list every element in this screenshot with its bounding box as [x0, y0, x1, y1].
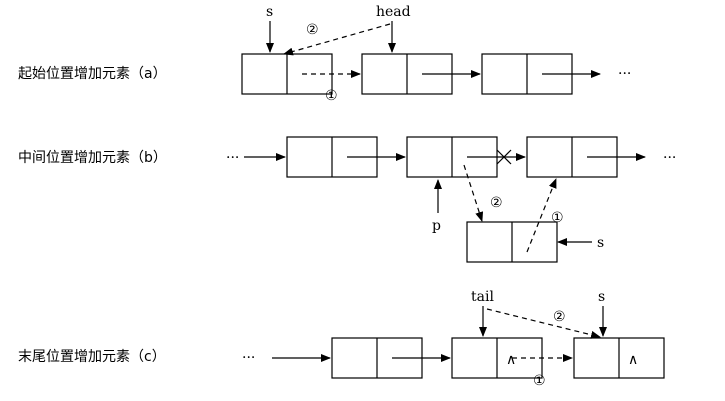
section-b: 中间位置增加元素（b） ··· ··· p [18, 136, 676, 263]
null-mark-s-c: ∧ [628, 352, 638, 368]
step1-marker-b: ① [551, 210, 564, 226]
node-s-b [466, 221, 558, 263]
node-s-c [573, 337, 665, 379]
caption-c: 末尾位置增加元素（c） [18, 349, 166, 365]
caption-a: 起始位置增加元素（a） [18, 66, 167, 82]
label-tail-c: tail [471, 289, 494, 305]
label-p-b: p [432, 218, 441, 234]
step1-marker-c: ① [533, 373, 546, 389]
dashed-arrow-step1-b [526, 178, 557, 253]
cross-mark-b [496, 149, 512, 165]
step1-marker-a: ① [325, 88, 338, 104]
node-s-a [241, 53, 333, 95]
caption-b: 中间位置增加元素（b） [18, 150, 167, 166]
section-c: 末尾位置增加元素（c） ··· ∧ ∧ tail s ② ① [18, 289, 665, 389]
step2-marker-a: ② [306, 22, 319, 38]
label-head-a: head [376, 4, 411, 20]
ellipsis-right-b: ··· [663, 150, 676, 166]
label-s-b: s [597, 235, 604, 251]
ellipsis-right-a: ··· [618, 66, 631, 82]
dashed-arrow-step2-b [463, 164, 484, 222]
label-s-a: s [266, 4, 273, 20]
dashed-arrow-step2-a [283, 23, 391, 56]
step2-marker-c: ② [553, 309, 566, 325]
section-a: 起始位置增加元素（a） s head ② ① ··· [18, 4, 631, 104]
ellipsis-left-b: ··· [226, 150, 239, 166]
null-mark-tail-c: ∧ [506, 352, 516, 368]
ellipsis-left-c: ··· [242, 350, 255, 366]
label-s-c: s [598, 289, 605, 305]
dashed-arrow-step2-c [486, 308, 601, 339]
step2-marker-b: ② [490, 195, 503, 211]
node-tail-c [451, 337, 543, 379]
